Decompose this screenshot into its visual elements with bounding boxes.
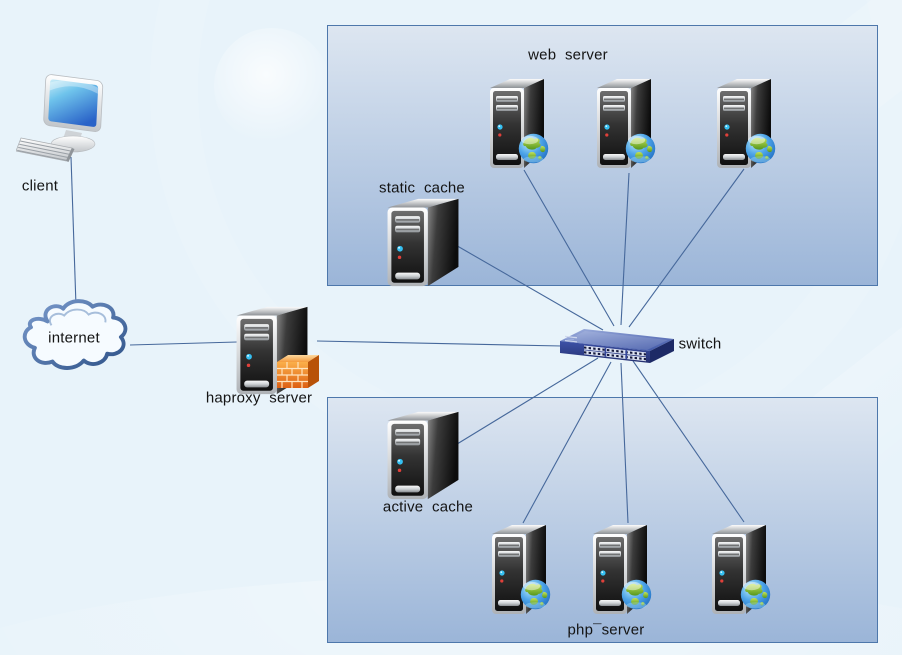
edge-switch-php-3 bbox=[632, 360, 745, 523]
node-web-3[interactable] bbox=[715, 74, 793, 174]
client-computer-icon bbox=[16, 70, 111, 168]
edge-switch-active-cache bbox=[443, 357, 599, 453]
firewall-server-icon bbox=[275, 351, 321, 393]
edge-internet-haproxy bbox=[129, 341, 238, 346]
edge-switch-static-cache bbox=[439, 235, 604, 331]
web-server-icon bbox=[520, 579, 551, 610]
node-active-cache[interactable] bbox=[383, 407, 465, 503]
node-haproxy[interactable] bbox=[233, 303, 321, 395]
edge-switch-web-2 bbox=[620, 172, 630, 326]
node-static-cache[interactable] bbox=[383, 194, 465, 290]
server-tower-icon bbox=[385, 196, 461, 288]
edge-switch-web-3 bbox=[628, 168, 745, 328]
web-server-icon bbox=[621, 579, 652, 610]
network-switch-icon bbox=[558, 321, 674, 367]
web-server-icon bbox=[740, 579, 771, 610]
edge-client-internet bbox=[70, 156, 77, 307]
edge-switch-web-1 bbox=[523, 169, 615, 327]
node-php-2[interactable] bbox=[591, 520, 669, 620]
web-server-icon bbox=[518, 133, 549, 164]
edge-switch-php-1 bbox=[522, 361, 612, 524]
node-internet[interactable] bbox=[8, 296, 138, 384]
web-server-icon bbox=[745, 133, 776, 164]
internet-cloud-icon bbox=[8, 296, 138, 384]
node-web-1[interactable] bbox=[488, 74, 566, 174]
node-php-3[interactable] bbox=[710, 520, 788, 620]
node-php-1[interactable] bbox=[490, 520, 568, 620]
edge-switch-php-2 bbox=[620, 362, 629, 524]
node-switch[interactable] bbox=[558, 321, 674, 367]
node-client[interactable] bbox=[16, 70, 111, 168]
server-tower-icon bbox=[385, 409, 461, 501]
edge-haproxy-switch bbox=[316, 340, 563, 347]
node-web-2[interactable] bbox=[595, 74, 673, 174]
web-server-icon bbox=[625, 133, 656, 164]
